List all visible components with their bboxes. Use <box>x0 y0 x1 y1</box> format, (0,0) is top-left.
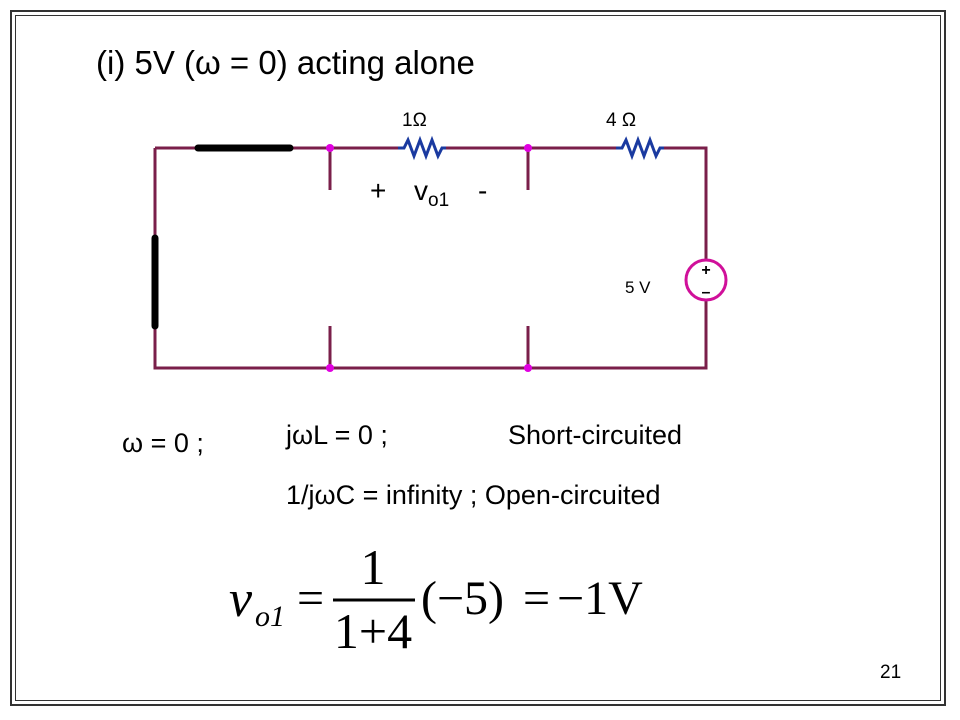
voltage-source <box>684 258 728 302</box>
short-circuited-text: Short-circuited <box>508 420 683 450</box>
formula-equals-2: = <box>523 572 550 625</box>
slide-title: (i) 5V (ω = 0) acting alone <box>96 44 475 82</box>
slide-frame-outer <box>10 10 946 706</box>
node-bottom-2 <box>524 364 532 372</box>
source-minus-sign: – <box>702 284 711 301</box>
vo-symbol: v <box>414 175 428 206</box>
formula-denominator: 1+4 <box>334 603 412 658</box>
vo-label: vo1 <box>414 175 449 211</box>
top-wire-right <box>660 146 708 260</box>
formula-equals: = <box>297 572 324 625</box>
result-formula: v o1 = 1 1+4 (−5) = −1V <box>229 539 643 658</box>
formula-result: −1V <box>557 572 643 625</box>
capacitor-line: 1/jωC = infinity ; Open-circuited <box>286 480 661 510</box>
resistor-2-label: 4 Ω <box>606 110 636 131</box>
formula-lhs-sub: o1 <box>255 600 285 633</box>
right-wire-bottom <box>153 148 708 370</box>
page-number: 21 <box>880 662 902 683</box>
resistor-1-label: 1Ω <box>402 110 427 131</box>
vo-minus-sign: - <box>478 175 487 206</box>
vo-subscript: o1 <box>428 190 449 211</box>
title-omega: ω <box>195 44 221 81</box>
title-suffix: = 0) acting alone <box>220 44 475 81</box>
circuit-nodes <box>326 144 532 372</box>
formula-numerator: 1 <box>361 539 386 595</box>
node-bottom-1 <box>326 364 334 372</box>
formula-lhs-var: v <box>229 571 253 628</box>
node-top-1 <box>326 144 334 152</box>
omega-line: ω = 0 ; <box>122 428 204 458</box>
formula-factor: (−5) <box>421 572 504 625</box>
circuit-wires <box>153 146 708 370</box>
resistor-2 <box>616 135 664 161</box>
title-prefix: (i) 5V ( <box>96 44 195 81</box>
inductor-line: jωL = 0 ; <box>286 420 388 450</box>
resistor-1 <box>398 135 446 161</box>
slide-frame-inner <box>15 15 941 701</box>
vo-plus-sign: + <box>370 175 386 206</box>
source-label: 5 V <box>625 278 651 297</box>
node-top-2 <box>524 144 532 152</box>
source-plus-sign: + <box>701 262 710 279</box>
